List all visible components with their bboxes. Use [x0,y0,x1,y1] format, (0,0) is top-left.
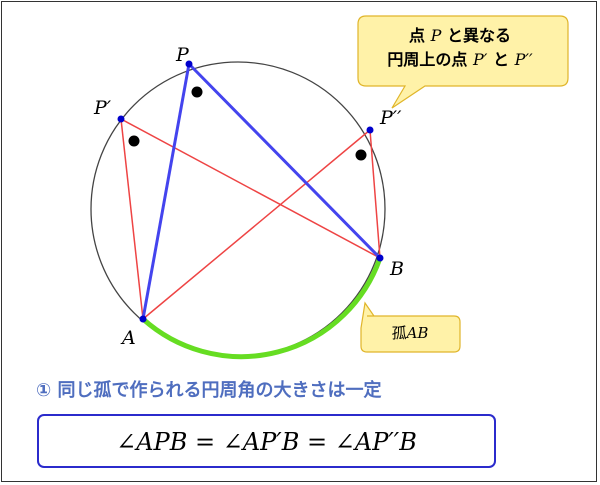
formula-box: ∠APB = ∠AP′B = ∠AP′′B [37,414,496,468]
label-a: A [120,327,136,349]
chord-p-double-a [142,129,371,320]
angle-mark-p [191,86,203,98]
label-p-double: P′′ [379,107,402,129]
chord-p-prime-b [120,118,381,259]
arc-ab [141,257,383,360]
callout-text: 点 P と異なる 円周上の点 P′ と P′′ [372,24,548,72]
callout-text-4: と [492,50,509,69]
callout-var-p: P [430,26,442,45]
circle [90,61,386,357]
arc-label-bubble [360,301,461,353]
point-b [376,254,384,262]
callout-bubble [357,15,569,109]
callout-text-3: 円周上の点 [387,50,468,69]
label-p-prime: P′ [93,97,112,119]
heading: ① 同じ孤で作られる円周角の大きさは一定 [36,380,382,401]
chord-p-prime-a [120,118,144,320]
callout-var-p-prime: P′ [472,50,488,69]
point-a [139,315,147,323]
point-p-prime [117,115,125,123]
chord-p-a [141,63,191,320]
label-p: P [175,44,190,66]
point-p [185,60,193,68]
arc-label-prefix: 孤 [391,324,407,342]
callout-text-1: 点 [409,26,426,45]
callout-text-2: と異なる [446,26,511,45]
angle-mark-p-prime [128,135,140,147]
angle-mark-p-double [355,149,367,161]
point-p-double [366,126,374,134]
callout-line-2: 円周上の点 P′ と P′′ [372,48,548,72]
callout-line-1: 点 P と異なる [372,24,548,48]
arc-label-var: AB [406,324,429,342]
arc-label: 孤AB [370,322,450,343]
chord-p-double-b [369,129,381,259]
label-b: B [389,258,404,280]
chord-p-b [187,62,382,260]
formula: ∠APB = ∠AP′B = ∠AP′′B [116,428,417,456]
callout-var-p-double: P′′ [514,50,533,69]
